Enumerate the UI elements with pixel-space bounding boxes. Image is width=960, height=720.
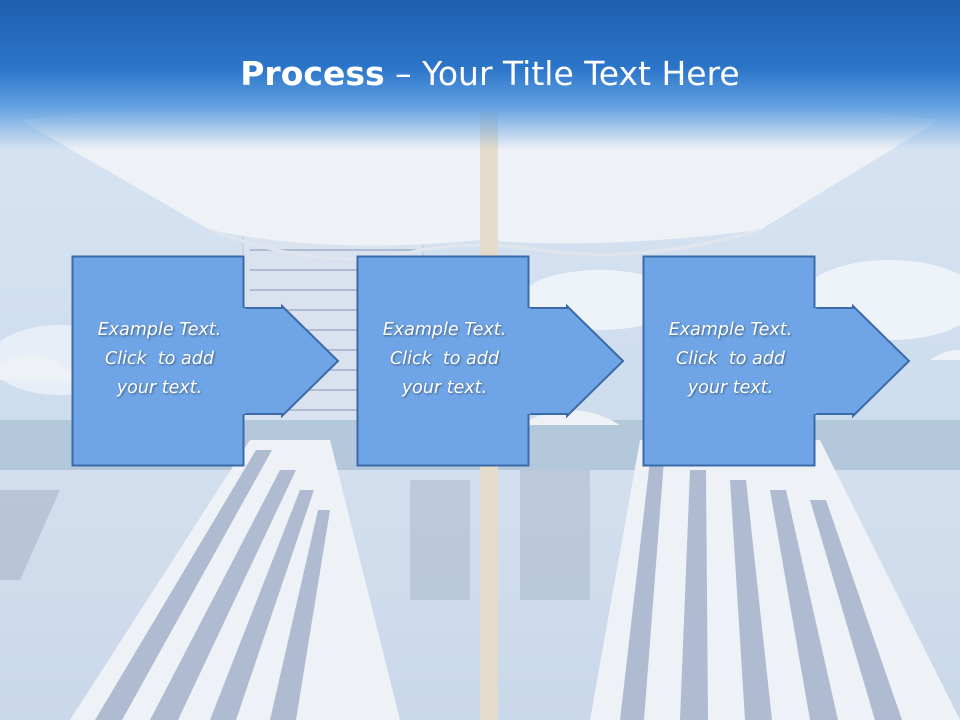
step-text-line-2: Click to add — [105, 348, 214, 369]
title-rest-text: – Your Title Text Here — [384, 54, 740, 93]
process-step-3[interactable]: Example Text. Click to add your text. — [642, 255, 911, 467]
step-text-line-1: Example Text. — [382, 319, 507, 340]
process-step-2[interactable]: Example Text. Click to add your text. — [356, 255, 625, 467]
step-arrow-shape — [642, 255, 911, 467]
slide-title[interactable]: Process – Your Title Text Here — [0, 52, 960, 96]
step-text-line-3: your text. — [687, 377, 774, 398]
step-text: Example Text. Click to add your text. — [72, 256, 247, 466]
step-text: Example Text. Click to add your text. — [357, 256, 532, 466]
step-text-line-1: Example Text. — [668, 319, 793, 340]
step-text-line-3: your text. — [401, 377, 488, 398]
title-bar — [0, 0, 960, 150]
step-text-line-3: your text. — [116, 377, 203, 398]
step-arrow-shape — [71, 255, 340, 467]
step-arrow-shape — [356, 255, 625, 467]
step-text-line-2: Click to add — [390, 348, 499, 369]
step-text-line-1: Example Text. — [97, 319, 222, 340]
step-text: Example Text. Click to add your text. — [643, 256, 818, 466]
step-text-line-2: Click to add — [676, 348, 785, 369]
process-step-1[interactable]: Example Text. Click to add your text. — [71, 255, 340, 467]
title-bold-text: Process — [240, 54, 385, 93]
